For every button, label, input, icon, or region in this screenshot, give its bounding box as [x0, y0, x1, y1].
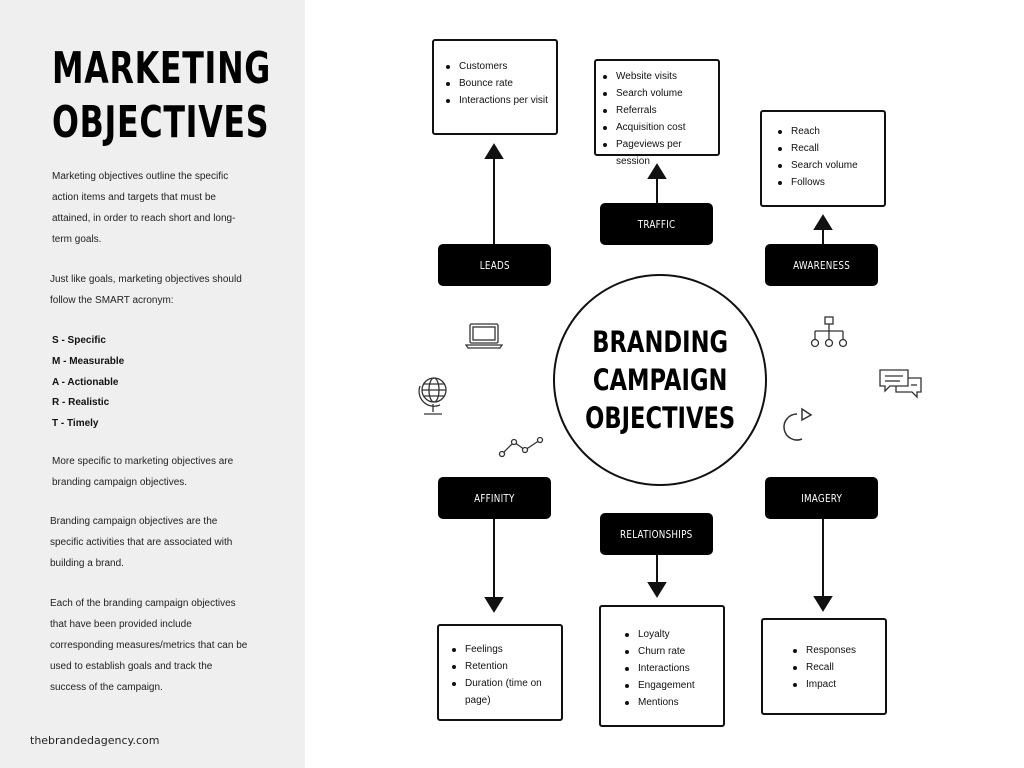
- metric-item: Responses: [791, 642, 879, 659]
- metric-item: Mentions: [623, 694, 717, 711]
- relationships-metrics-box: Loyalty Churn rate Interactions Engageme…: [599, 605, 725, 727]
- metric-item: Loyalty: [623, 626, 717, 643]
- org-chart-icon: [810, 316, 848, 348]
- chat-bubbles-icon: [879, 369, 922, 399]
- metric-item: Search volume: [776, 157, 878, 174]
- imagery-label: IMAGERY: [765, 477, 878, 519]
- smart-item: R - Realistic: [52, 397, 110, 409]
- metric-item: Referrals: [601, 102, 714, 119]
- globe-icon: [418, 377, 447, 415]
- definition-paragraph: Branding campaign objectives are the spe…: [50, 516, 233, 569]
- laptop-icon: [464, 323, 504, 349]
- center-circle: BRANDING CAMPAIGN OBJECTIVES: [553, 274, 767, 486]
- metric-item: Recall: [791, 659, 879, 676]
- metric-item: Duration (time on page): [450, 675, 555, 709]
- sidebar: MARKETING OBJECTIVES Marketing objective…: [0, 0, 305, 768]
- metric-item: Impact: [791, 676, 879, 693]
- leads-label: LEADS: [438, 244, 551, 286]
- metric-item: Follows: [776, 174, 878, 191]
- smart-list: S - Specific M - Measurable A - Actionab…: [52, 331, 124, 435]
- metric-item: Reach: [776, 123, 878, 140]
- affinity-metrics-box: Feelings Retention Duration (time on pag…: [437, 624, 563, 721]
- smart-item: S - Specific: [52, 335, 106, 346]
- line-graph-icon: [498, 436, 544, 458]
- awareness-label: AWARENESS: [765, 244, 878, 286]
- refresh-arrow-icon: [783, 407, 813, 441]
- smart-item: M - Measurable: [52, 355, 125, 367]
- relationships-label: RELATIONSHIPS: [600, 513, 713, 555]
- metric-item: Feelings: [450, 641, 555, 658]
- metric-item: Website visits: [601, 68, 714, 85]
- smart-item: A - Actionable: [52, 376, 119, 388]
- metric-item: Acquisition cost: [601, 119, 714, 136]
- traffic-label: TRAFFIC: [600, 203, 713, 245]
- footer-url: thebrandedagency.com: [30, 734, 160, 747]
- awareness-metrics-box: Reach Recall Search volume Follows: [760, 110, 886, 207]
- metric-item: Retention: [450, 658, 555, 675]
- center-title: BRANDING CAMPAIGN OBJECTIVES: [584, 325, 736, 435]
- metric-item: Engagement: [623, 677, 717, 694]
- smart-intro-paragraph: Just like goals, marketing objectives sh…: [50, 274, 242, 306]
- leads-metrics-box: Customers Bounce rate Interactions per v…: [432, 39, 558, 135]
- metric-item: Pageviews per session: [601, 136, 714, 170]
- metric-item: Interactions: [623, 660, 717, 677]
- specific-paragraph: More specific to marketing objectives ar…: [52, 456, 234, 488]
- affinity-label: AFFINITY: [438, 477, 551, 519]
- each-paragraph: Each of the branding campaign objectives…: [50, 598, 248, 693]
- metric-item: Churn rate: [623, 643, 717, 660]
- imagery-metrics-box: Responses Recall Impact: [761, 618, 887, 715]
- metric-item: Interactions per visit: [444, 92, 548, 109]
- metric-item: Bounce rate: [444, 75, 548, 92]
- intro-paragraph: Marketing objectives outline the specifi…: [52, 171, 236, 245]
- traffic-metrics-box: Website visits Search volume Referrals A…: [594, 59, 720, 167]
- smart-item: T - Timely: [52, 418, 99, 430]
- metric-item: Search volume: [601, 85, 714, 102]
- metric-item: Recall: [776, 140, 878, 157]
- metric-item: Customers: [444, 58, 548, 75]
